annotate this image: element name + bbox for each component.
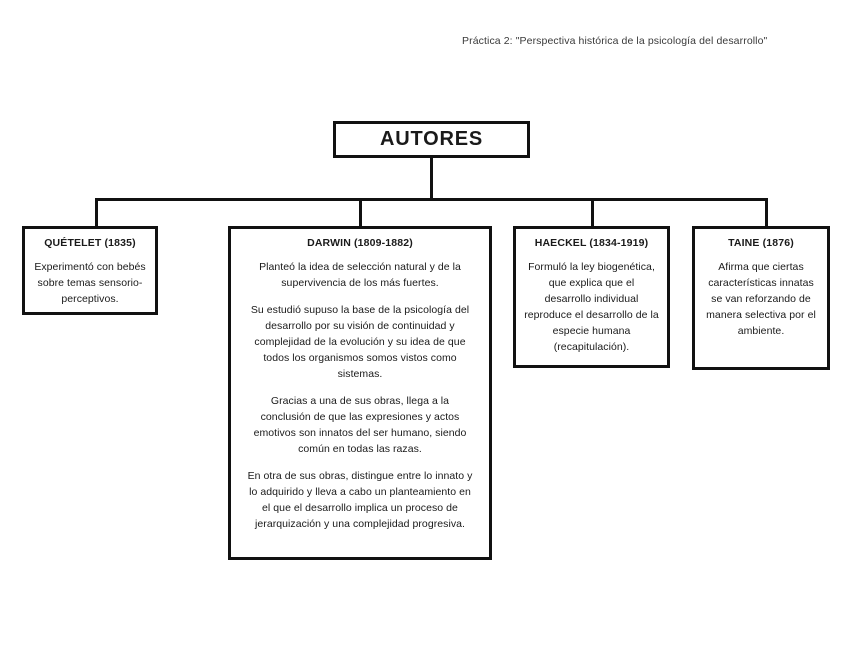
node-haeckel-title: HAECKEL (1834-1919) bbox=[534, 237, 649, 249]
connector-root-stem bbox=[430, 158, 433, 201]
node-taine: TAINE (1876) Afirma que ciertas caracter… bbox=[692, 226, 830, 370]
connector-drop-haeckel bbox=[591, 198, 594, 228]
node-root-title: AUTORES bbox=[379, 128, 484, 150]
document-header: Práctica 2: "Perspectiva histórica de la… bbox=[462, 35, 768, 47]
node-darwin: DARWIN (1809-1882) Planteó la idea de se… bbox=[228, 226, 492, 560]
node-quetelet: QUÉTELET (1835) Experimentó con bebés so… bbox=[22, 226, 158, 315]
node-taine-body: Afirma que ciertas características innat… bbox=[703, 259, 819, 339]
node-quetelet-paragraph: Experimentó con bebés sobre temas sensor… bbox=[34, 261, 146, 305]
connector-drop-quetelet bbox=[95, 198, 98, 228]
connector-drop-darwin bbox=[359, 198, 362, 228]
node-root-autores: AUTORES bbox=[333, 121, 530, 158]
node-darwin-title: DARWIN (1809-1882) bbox=[307, 237, 413, 249]
node-quetelet-body: Experimentó con bebés sobre temas sensor… bbox=[34, 259, 146, 307]
node-darwin-paragraph: En otra de sus obras, distingue entre lo… bbox=[247, 470, 473, 530]
connector-horizontal-bus bbox=[95, 198, 768, 201]
node-darwin-paragraph: Su estudió supuso la base de la psicolog… bbox=[250, 304, 470, 380]
node-taine-title: TAINE (1876) bbox=[728, 237, 794, 249]
node-quetelet-title: QUÉTELET (1835) bbox=[44, 237, 136, 249]
node-darwin-paragraph: Gracias a una de sus obras, llega a la c… bbox=[253, 395, 467, 455]
node-darwin-body: Planteó la idea de selección natural y d… bbox=[245, 259, 475, 532]
node-haeckel-body: Formuló la ley biogenética, que explica … bbox=[524, 259, 659, 355]
connector-drop-taine bbox=[765, 198, 768, 228]
node-haeckel: HAECKEL (1834-1919) Formuló la ley bioge… bbox=[513, 226, 670, 368]
node-taine-paragraph: Afirma que ciertas características innat… bbox=[706, 261, 816, 337]
node-darwin-paragraph: Planteó la idea de selección natural y d… bbox=[259, 261, 461, 289]
node-haeckel-paragraph: Formuló la ley biogenética, que explica … bbox=[524, 261, 659, 353]
